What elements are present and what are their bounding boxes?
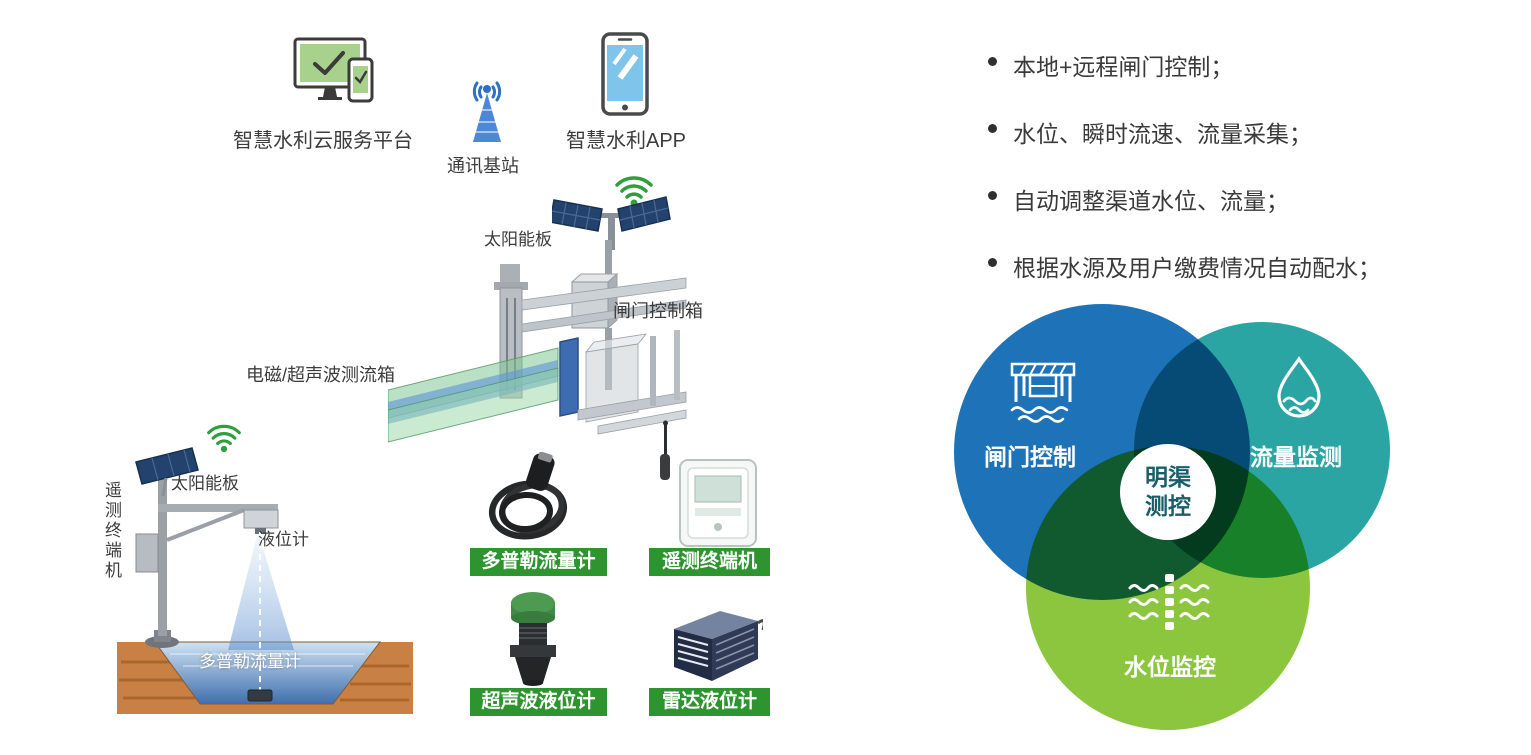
ultrasonic-levelmeter-photo [510, 592, 556, 686]
app-label: 智慧水利APP [566, 130, 687, 152]
radar-levelmeter-photo [674, 611, 763, 681]
gate-structure-illustration [388, 240, 687, 443]
feature-item: 本地+远程闸门控制； [985, 48, 1445, 82]
venn-diagram: 闸门控制 流量监测 水位监控 明渠 测控 [950, 300, 1395, 740]
telemetry-terminal-photo [660, 420, 757, 547]
product-tag-terminal: 遥测终端机 [649, 548, 770, 576]
solar-panel-top-label: 太阳能板 [484, 230, 552, 249]
product-tag-ultrasonic: 超声波液位计 [470, 688, 607, 716]
feature-item: 水位、瞬时流速、流量采集； [985, 115, 1445, 149]
base-station-icon [472, 81, 502, 142]
wifi-icon [207, 424, 241, 453]
app-phone-icon [601, 32, 649, 116]
level-meter-label: 液位计 [258, 530, 309, 549]
cloud-platform-label: 智慧水利云服务平台 [233, 130, 413, 152]
feature-item: 根据水源及用户缴费情况自动配水； [985, 249, 1445, 283]
product-tag-radar: 雷达液位计 [649, 688, 770, 716]
venn-center-line1: 明渠 [1145, 464, 1191, 491]
doppler-flowmeter-photo [488, 452, 568, 540]
cloud-platform-icon [293, 37, 374, 103]
water-channel-illustration [117, 632, 413, 714]
feature-list: 本地+远程闸门控制； 水位、瞬时流速、流量采集； 自动调整渠道水位、流量； 根据… [985, 48, 1445, 316]
venn-center-line2: 测控 [1145, 493, 1191, 519]
gate-control-box-label: 闸门控制箱 [613, 301, 703, 321]
channel-doppler-label: 多普勒流量计 [199, 652, 301, 671]
venn-label-gate-control: 闸门控制 [984, 444, 1076, 470]
venn-center-badge: 明渠 测控 [1120, 444, 1216, 540]
base-station-label: 通讯基站 [447, 156, 519, 176]
venn-label-flow-monitor: 流量监测 [1250, 444, 1342, 470]
water-droplet-icon [1277, 356, 1321, 418]
water-level-gauge-icon [1128, 574, 1210, 630]
sluice-gate-icon [1010, 362, 1076, 423]
telemetry-station-illustration [135, 447, 294, 650]
feature-item: 自动调整渠道水位、流量； [985, 182, 1445, 216]
flow-measure-box-label: 电磁/超声波测流箱 [246, 365, 396, 385]
telemetry-terminal-pole-label: 遥测终端机 [102, 481, 121, 581]
venn-label-level-monitor: 水位监控 [1124, 654, 1216, 680]
solar-panel-top-icon [552, 196, 671, 250]
solar-panel-left-label: 太阳能板 [171, 474, 239, 493]
product-tag-doppler: 多普勒流量计 [470, 548, 607, 576]
